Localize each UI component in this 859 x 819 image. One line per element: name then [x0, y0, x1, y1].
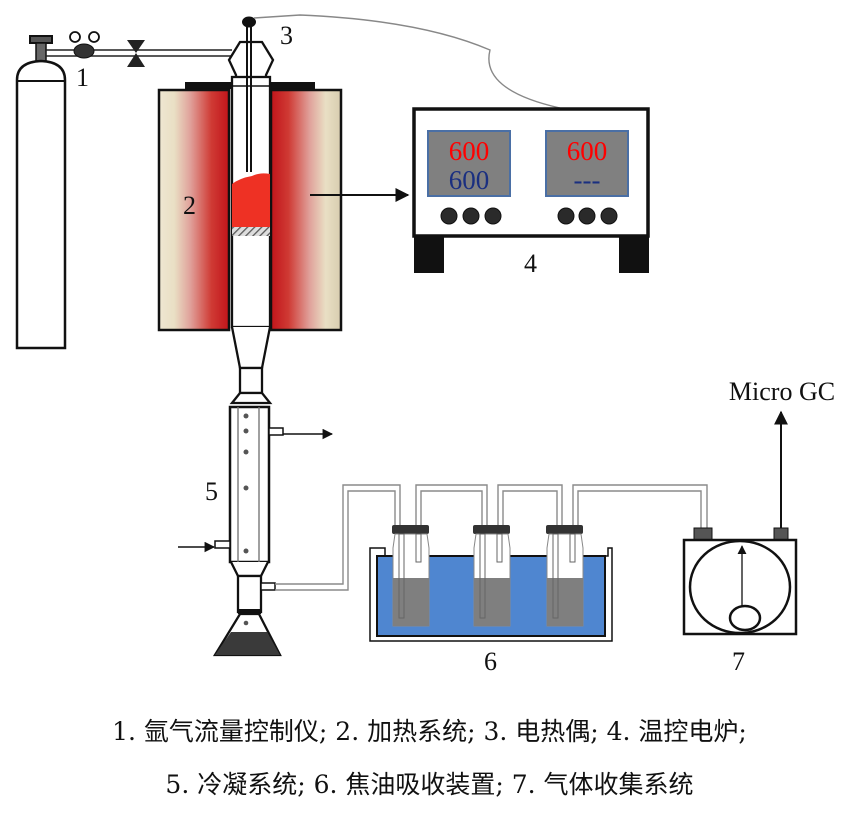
right-reading: ---: [574, 165, 601, 195]
absorption-bottle: [392, 525, 430, 627]
temperature-controller: 600 600 600 ---: [412, 107, 650, 273]
thermocouple: [242, 14, 561, 172]
left-reading: 600: [449, 165, 490, 195]
caption-line-2: 5. 冷凝系统; 6. 焦油吸收装置; 7. 气体收集系统: [165, 770, 694, 799]
furnace: [157, 82, 343, 332]
control-knobs: [440, 207, 618, 225]
micro-gc-label: Micro GC: [729, 377, 835, 406]
label-6: 6: [484, 647, 497, 676]
label-7: 7: [732, 647, 745, 676]
flow-controller-icon: [69, 31, 100, 59]
absorption-bottle: [473, 525, 511, 627]
caption-line-1: 1. 氩气流量控制仪; 2. 加热系统; 3. 电热偶; 4. 温控电炉;: [112, 717, 747, 746]
label-5: 5: [205, 477, 218, 506]
label-2: 2: [183, 191, 196, 220]
gas-collection-bag: [682, 527, 798, 636]
argon-cylinder: [15, 35, 67, 350]
reactor-tube: [227, 40, 275, 395]
condenser: [212, 391, 284, 657]
label-1: 1: [76, 63, 89, 92]
right-display: [545, 130, 629, 197]
left-display: [427, 130, 511, 197]
absorption-bottle: [546, 525, 584, 627]
label-3: 3: [280, 21, 293, 50]
absorption-bottles: [392, 525, 584, 627]
pyrolysis-apparatus-diagram: 1 2 3 600 600 600 ---: [15, 14, 835, 676]
gas-tubing: [275, 484, 708, 591]
left-setpoint: 600: [449, 136, 490, 166]
label-4: 4: [524, 249, 537, 278]
valve-icon: [127, 40, 145, 67]
right-setpoint: 600: [567, 136, 608, 166]
